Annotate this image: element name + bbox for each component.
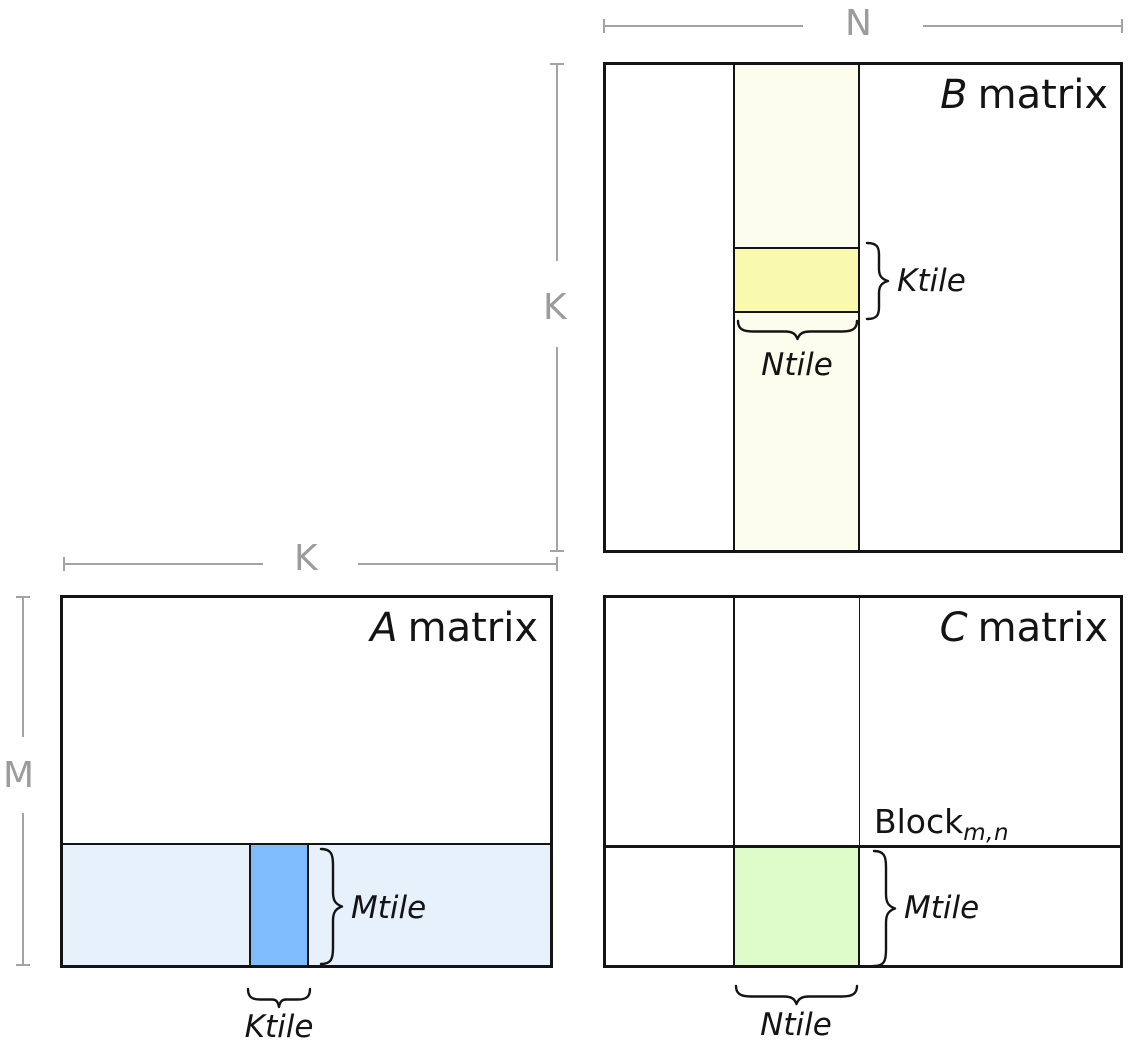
n-dimension-line <box>603 19 1123 33</box>
mtile-brace-icon-a <box>319 847 344 966</box>
mtile-label-c: Mtile <box>904 890 980 926</box>
c-block-label-subscript: m,n <box>963 820 1010 846</box>
n-dimension-label: N <box>845 3 872 44</box>
m-dimension-label: M <box>3 755 35 796</box>
k-dimension-line-b <box>550 63 564 552</box>
ktile-brace-icon-b <box>865 241 890 321</box>
c-grid-line-right <box>858 598 860 845</box>
b-matrix-title-word: matrix <box>977 72 1108 118</box>
c-block-label: Blockm,n <box>874 802 1010 846</box>
c-grid-line-left <box>733 598 735 845</box>
mtile-label-a: Mtile <box>351 890 427 926</box>
c-matrix-title-word: matrix <box>977 605 1108 651</box>
ktile-label-b: Ktile <box>897 263 966 299</box>
c-block-tile <box>733 847 860 965</box>
m-dimension-line <box>16 596 30 966</box>
c-block-label-text: Block <box>874 802 964 841</box>
ntile-brace-icon-c <box>734 984 859 1006</box>
b-matrix-title-letter: B <box>940 72 968 118</box>
c-grid-line-horizontal <box>606 845 1120 848</box>
k-dimension-label-a: K <box>294 538 318 579</box>
ktile-label-a: Ktile <box>244 1009 314 1045</box>
b-ktile-ntile-tile <box>733 247 860 313</box>
k-dimension-label-b: K <box>543 287 567 328</box>
c-matrix-title-letter: C <box>939 605 968 651</box>
a-mtile-ktile-tile <box>249 843 309 965</box>
a-matrix-title-letter: A <box>370 605 398 651</box>
a-matrix-title-word: matrix <box>407 605 538 651</box>
ntile-brace-icon-b <box>736 319 859 341</box>
ktile-brace-icon-a <box>246 987 312 1009</box>
ntile-label-b: Ntile <box>761 347 833 383</box>
mtile-brace-icon-c <box>872 849 897 968</box>
ntile-label-c: Ntile <box>760 1007 832 1043</box>
k-dimension-line-a <box>63 557 558 571</box>
